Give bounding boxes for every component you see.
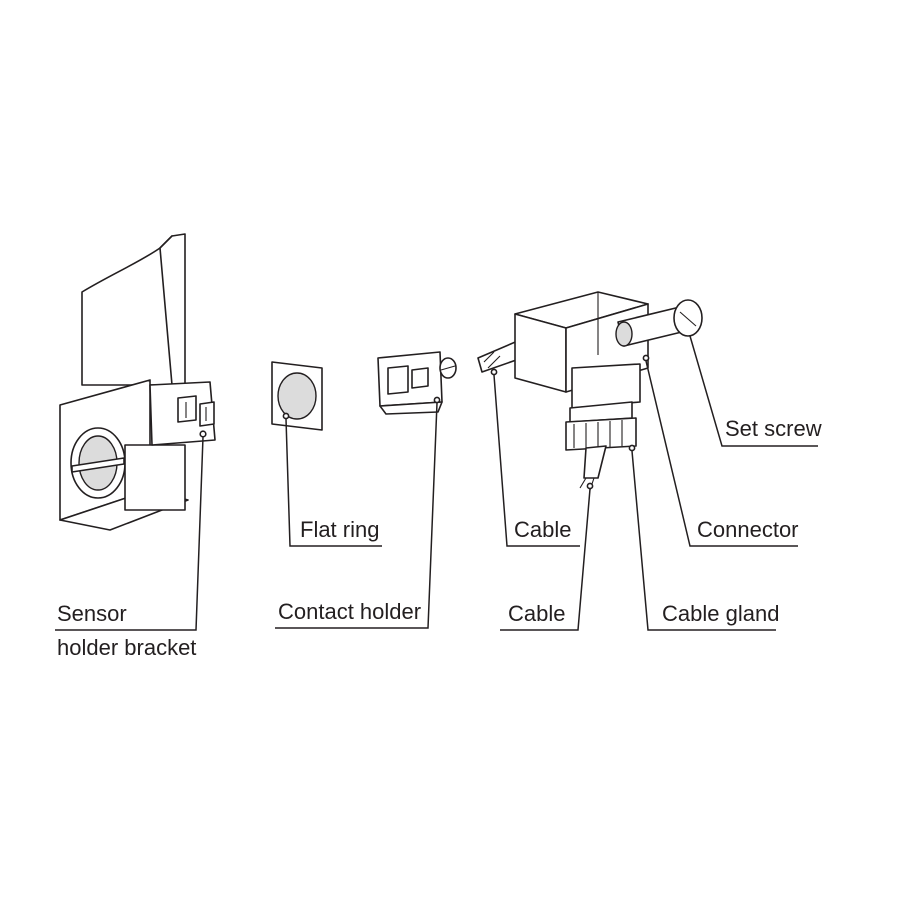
contact-holder-screw-slot (440, 365, 456, 371)
bracket-pin-2 (199, 401, 215, 427)
bracket-dot (199, 430, 207, 438)
contact-holder-dot (433, 396, 441, 404)
lower-cable (583, 445, 607, 479)
label-sensor-line1: Sensor (57, 601, 127, 626)
connector-leader-line (645, 360, 798, 547)
pin-detail (185, 402, 207, 421)
contact-holder-leader-line (275, 402, 438, 629)
gland-nut-ridges (573, 420, 623, 448)
contact-holder (377, 351, 457, 415)
connector-assembly (477, 291, 703, 491)
set-screw-leader-line (689, 335, 818, 447)
connector-front (514, 313, 567, 393)
connector-dot (642, 354, 650, 362)
lower-cable-dot (586, 482, 594, 490)
side-block (124, 444, 186, 511)
label-sensor-line2: holder bracket (57, 635, 196, 660)
gland-dot (628, 444, 636, 452)
label-connector: Connector (697, 517, 799, 542)
knob-slot (71, 457, 125, 473)
gland-upper (571, 363, 641, 409)
contact-holder-slot-2 (411, 367, 429, 389)
cable-upper-leader-line (493, 374, 580, 547)
flat-ring-dot (282, 412, 290, 420)
sensor-leader-line (55, 436, 204, 631)
label-cable-lower: Cable (508, 601, 565, 626)
contact-holder-base (379, 401, 443, 415)
label-contact-holder: Contact holder (278, 599, 421, 624)
label-cable-gland: Cable gland (662, 601, 779, 626)
sensor-holder-bracket (59, 233, 216, 531)
label-cable-upper: Cable (514, 517, 571, 542)
contact-holder-slot-1 (387, 365, 409, 395)
side-cable-dot (490, 368, 498, 376)
flat-ring (271, 361, 323, 431)
set-screw-slot (679, 311, 697, 327)
cable-lower-leader-line (500, 488, 591, 631)
flat-ring-hole (277, 372, 317, 420)
bracket-pin-1 (177, 395, 197, 423)
side-cable-strands (483, 351, 501, 369)
mounting-plate-edge (159, 233, 186, 386)
flat-ring-leader-line (285, 418, 382, 547)
cable-gland-leader-line (631, 450, 776, 631)
label-flat-ring: Flat ring (300, 517, 379, 542)
label-set-screw: Set screw (725, 416, 822, 441)
mounting-plate (81, 235, 173, 386)
set-screw-head (673, 299, 703, 337)
gland-nut (565, 417, 637, 451)
set-screw-hole (615, 321, 633, 347)
